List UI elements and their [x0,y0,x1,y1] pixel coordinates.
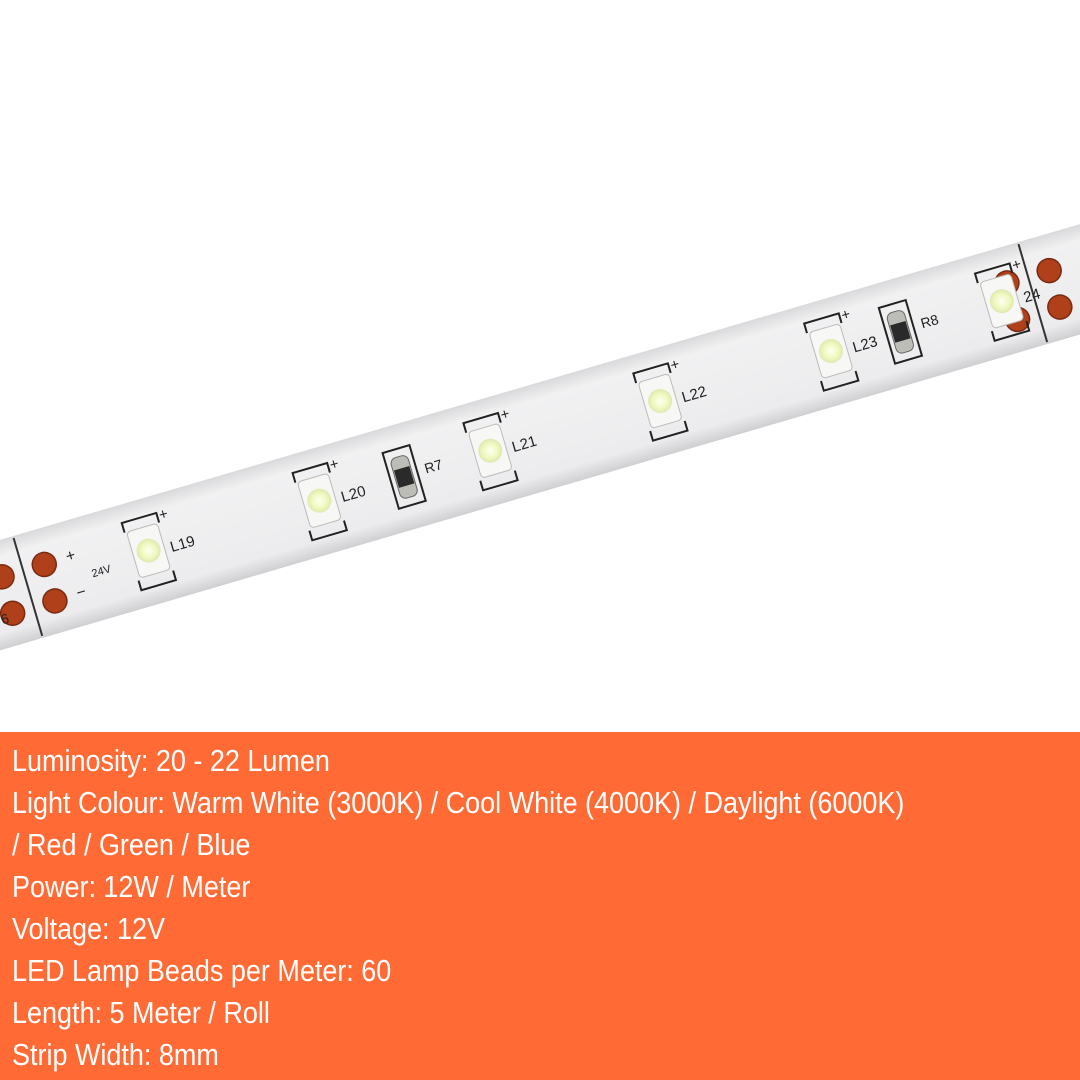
spec-light-colour: Light Colour: Warm White (3000K) / Cool … [12,785,905,820]
spec-strip-width: Strip Width: 8mm [12,1037,219,1072]
led-label: L19 [168,533,197,556]
pad-label: 6 [0,610,11,628]
led-label: 24 [1022,285,1043,306]
resistor-R7: R7 [381,443,444,510]
spec-voltage: Voltage: 12V [12,911,165,946]
minus-sign: − [74,583,88,602]
led-L20: L20+ [291,455,368,542]
spec-length: Length: 5 Meter / Roll [12,995,270,1030]
resistor-label: R8 [919,311,941,331]
led-label: L22 [680,383,709,406]
specs-banner: Luminosity: 20 - 22 Lumen Light Colour: … [0,732,1080,1080]
resistor-label: R7 [422,456,444,476]
led-L23: L23+ [802,306,880,392]
spec-beads-per-meter: LED Lamp Beads per Meter: 60 [12,953,392,988]
solder-pads-left [0,537,68,637]
led-L22: L22+ [632,355,709,442]
led-L19: L19+ [120,505,197,592]
spec-light-colour-continued: / Red / Green / Blue [12,827,251,862]
led-label: L20 [339,483,368,506]
led-label: L23 [851,333,880,356]
plus-sign: + [64,547,78,566]
strip-body [0,161,1080,713]
resistor-R8: R8 [877,298,941,365]
spec-power: Power: 12W / Meter [12,869,251,904]
voltage-mark: 24V [90,563,113,580]
spec-luminosity: Luminosity: 20 - 22 Lumen [12,743,330,778]
led-L21: L21+ [462,405,539,492]
led-label: L21 [510,433,539,456]
